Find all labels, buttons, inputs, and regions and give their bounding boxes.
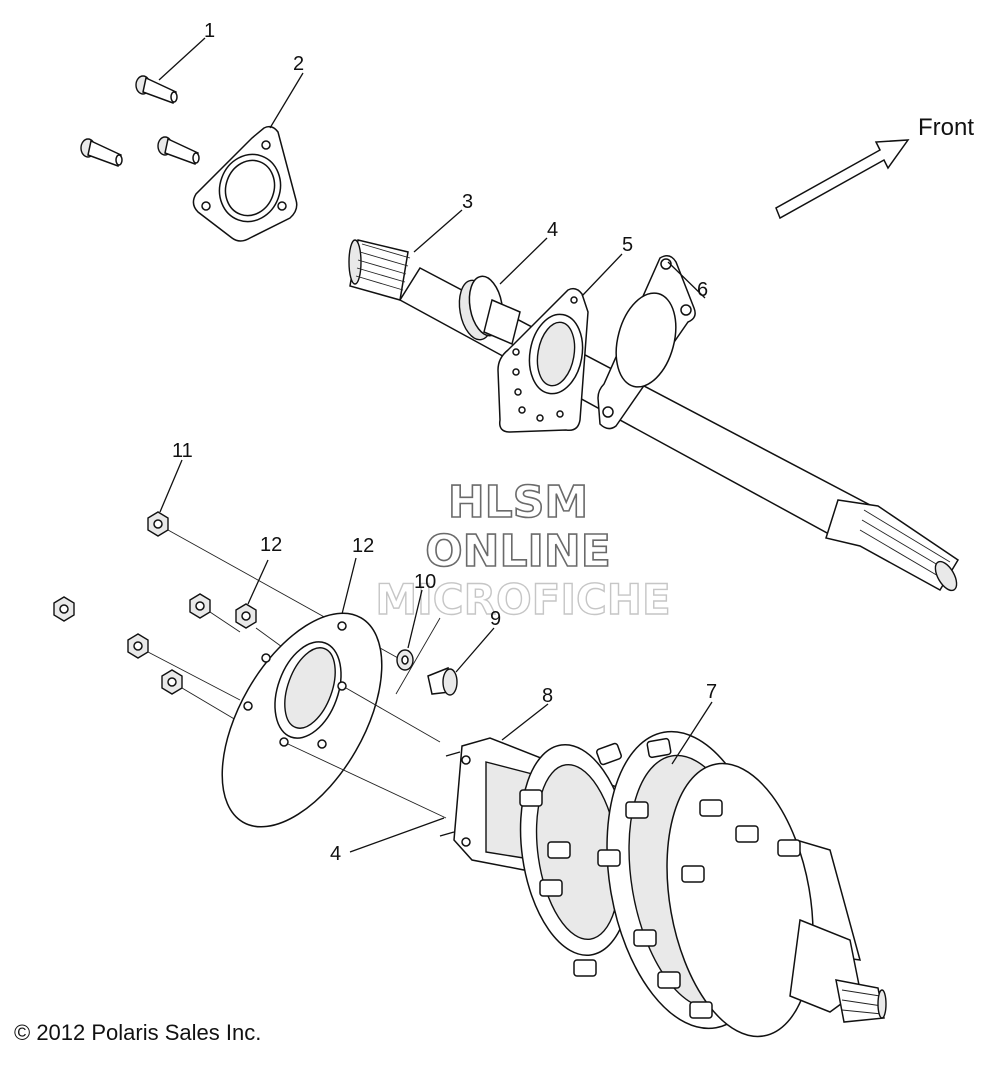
callout-12a: 11 bbox=[172, 440, 193, 462]
bolt-1 bbox=[135, 75, 178, 104]
bolt-3 bbox=[157, 136, 200, 165]
watermark: HLSM ONLINE MICROFICHE bbox=[375, 476, 672, 625]
callout-12b: 12 bbox=[260, 534, 282, 556]
sprocket-teeth bbox=[519, 737, 801, 1019]
flange-5-holes bbox=[512, 296, 578, 422]
watermark-line-3: MICROFICHE bbox=[375, 575, 670, 624]
callout-7: 7 bbox=[706, 681, 717, 703]
callout-4: 4 bbox=[547, 219, 558, 241]
callout-1: 1 bbox=[204, 20, 215, 42]
part-11-retainer-plate: 12 bbox=[221, 535, 447, 828]
part-2-flange-plate: 2 bbox=[192, 53, 304, 242]
nut-c bbox=[189, 593, 211, 619]
part-1-bolts: 1 bbox=[80, 20, 215, 167]
part-10-washer: 10 bbox=[395, 571, 441, 695]
callout-9: 9 bbox=[490, 608, 501, 630]
part-9-pin: 9 bbox=[427, 608, 501, 696]
part-12-nuts: 11 12 bbox=[53, 440, 399, 721]
nut-b bbox=[53, 596, 75, 622]
bolt-2 bbox=[80, 138, 123, 167]
nut-f bbox=[161, 669, 183, 695]
callout-4b: 4 bbox=[330, 843, 341, 865]
front-direction-arrow: Front bbox=[775, 114, 974, 220]
nut-d bbox=[235, 603, 257, 629]
callout-8: 8 bbox=[542, 685, 553, 707]
callout-10: 10 bbox=[414, 571, 436, 593]
nut-e bbox=[127, 633, 149, 659]
watermark-line-1: HLSM bbox=[448, 477, 588, 528]
callout-11: 12 bbox=[352, 535, 374, 557]
callout-2: 2 bbox=[293, 53, 304, 75]
drive-shaft-assembly: 3 4 5 6 bbox=[348, 191, 960, 592]
callout-3: 3 bbox=[462, 191, 473, 213]
callout-5: 5 bbox=[622, 234, 633, 256]
watermark-line-2: ONLINE bbox=[425, 526, 611, 577]
copyright-notice: © 2012 Polaris Sales Inc. bbox=[14, 1020, 261, 1045]
callout-6: 6 bbox=[697, 279, 708, 301]
drive-sprocket-assembly: 8 7 4 bbox=[330, 681, 887, 1038]
front-label: Front bbox=[918, 114, 974, 141]
nut-a bbox=[147, 511, 169, 537]
